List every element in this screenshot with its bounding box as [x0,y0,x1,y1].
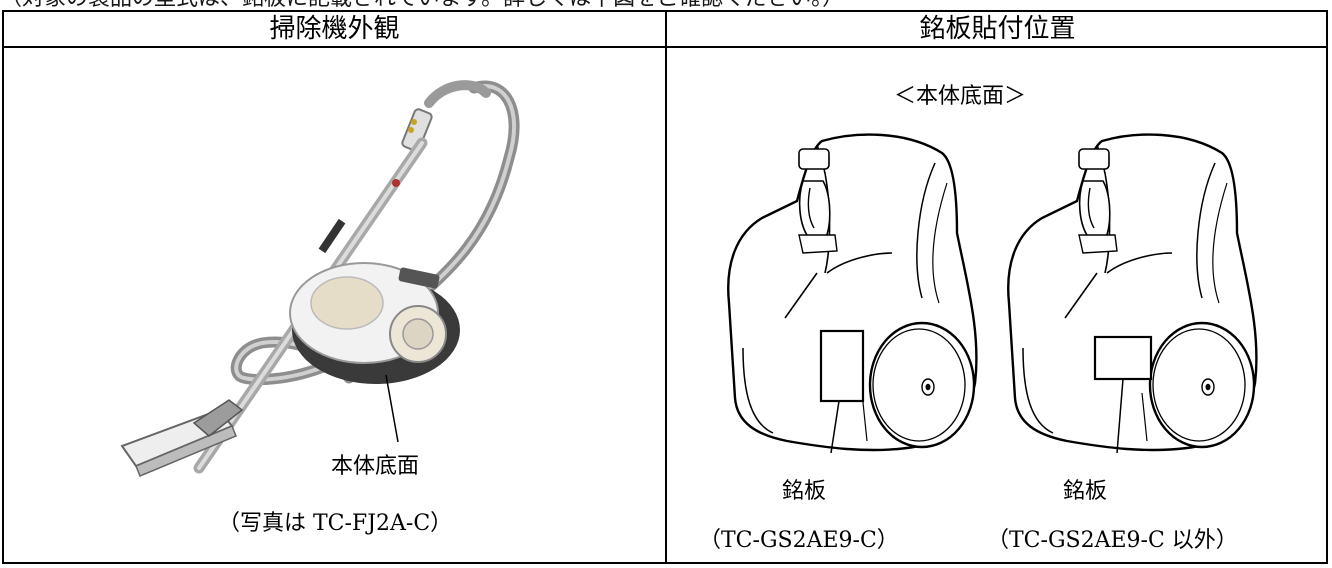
body-bottom-label: 本体底面 [331,454,420,479]
vacuum-underside-drawing-2 [1007,133,1258,454]
nameplate-label-1: 銘板 [782,479,827,504]
model-number-1: （TC-GS2AE9-C） [699,528,899,553]
model-number-2: （TC-GS2AE9-C 以外） [987,528,1238,553]
nameplate-label-2: 銘板 [1063,479,1108,504]
exterior-cell: 本体底面 （写真は TC-FJ2A-C） [4,48,665,562]
header-nameplate-position: 銘板貼付位置 [919,14,1076,44]
nameplate-cell: ＜本体底面＞ [667,48,1328,562]
info-table: 掃除機外観 銘板貼付位置 [2,10,1328,564]
bottom-view-title: ＜本体底面＞ [894,84,1027,109]
column-divider [665,12,667,562]
header-divider [4,46,1326,48]
vacuum-underside-drawing-1 [727,133,978,454]
vacuum-cleaner-illustration [120,80,520,477]
photo-caption: （写真は TC-FJ2A-C） [218,511,453,536]
cut-off-text-line: （対象の製品の型式は、銘板に記載されています。詳しくは下図をご確認ください。） [0,0,1332,10]
header-exterior: 掃除機外観 [269,14,400,44]
